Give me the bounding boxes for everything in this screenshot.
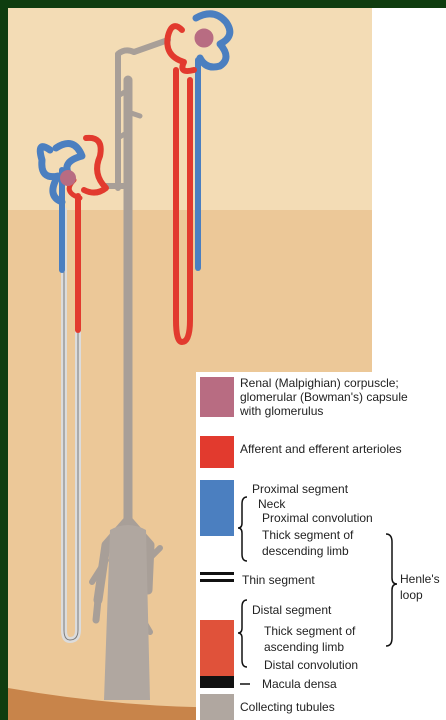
swatch-proximal-segment (200, 480, 234, 536)
label-thick-ascending-1: Thick segment of (264, 624, 355, 638)
juxtamedullary-corpuscle (60, 170, 76, 186)
label-macula-densa: Macula densa (262, 677, 337, 691)
label-with-glomerulus: with glomerulus (240, 404, 323, 418)
label-renal-corpuscle: Renal (Malpighian) corpuscle; (240, 376, 399, 390)
label-proximal-segment: Proximal segment (252, 482, 348, 496)
swatch-distal-segment (200, 620, 234, 676)
swatch-thin-segment-1 (200, 572, 234, 575)
label-loop: loop (400, 588, 423, 602)
papillary-duct (104, 525, 150, 700)
label-glomerular-capsule: glomerular (Bowman's) capsule (240, 390, 408, 404)
label-collecting-tubules: Collecting tubules (240, 700, 335, 714)
swatch-collecting-tubules (200, 694, 234, 720)
right-panel (372, 8, 446, 720)
swatch-renal-corpuscle (200, 377, 234, 417)
swatch-thin-segment-2 (200, 579, 234, 582)
label-thick-descending-2: descending limb (262, 544, 349, 558)
label-henles: Henle's (400, 572, 440, 586)
cortical-corpuscle (195, 29, 213, 47)
swatch-arterioles (200, 436, 234, 468)
label-distal-convolution: Distal convolution (264, 658, 358, 672)
label-proximal-convolution: Proximal convolution (262, 511, 373, 525)
label-neck: Neck (258, 497, 285, 511)
swatch-macula-densa (200, 676, 234, 688)
label-thick-ascending-2: ascending limb (264, 640, 344, 654)
label-arterioles: Afferent and efferent arterioles (240, 442, 402, 456)
label-thin-segment: Thin segment (242, 573, 315, 587)
label-thick-descending-1: Thick segment of (262, 528, 353, 542)
label-distal-segment: Distal segment (252, 603, 331, 617)
